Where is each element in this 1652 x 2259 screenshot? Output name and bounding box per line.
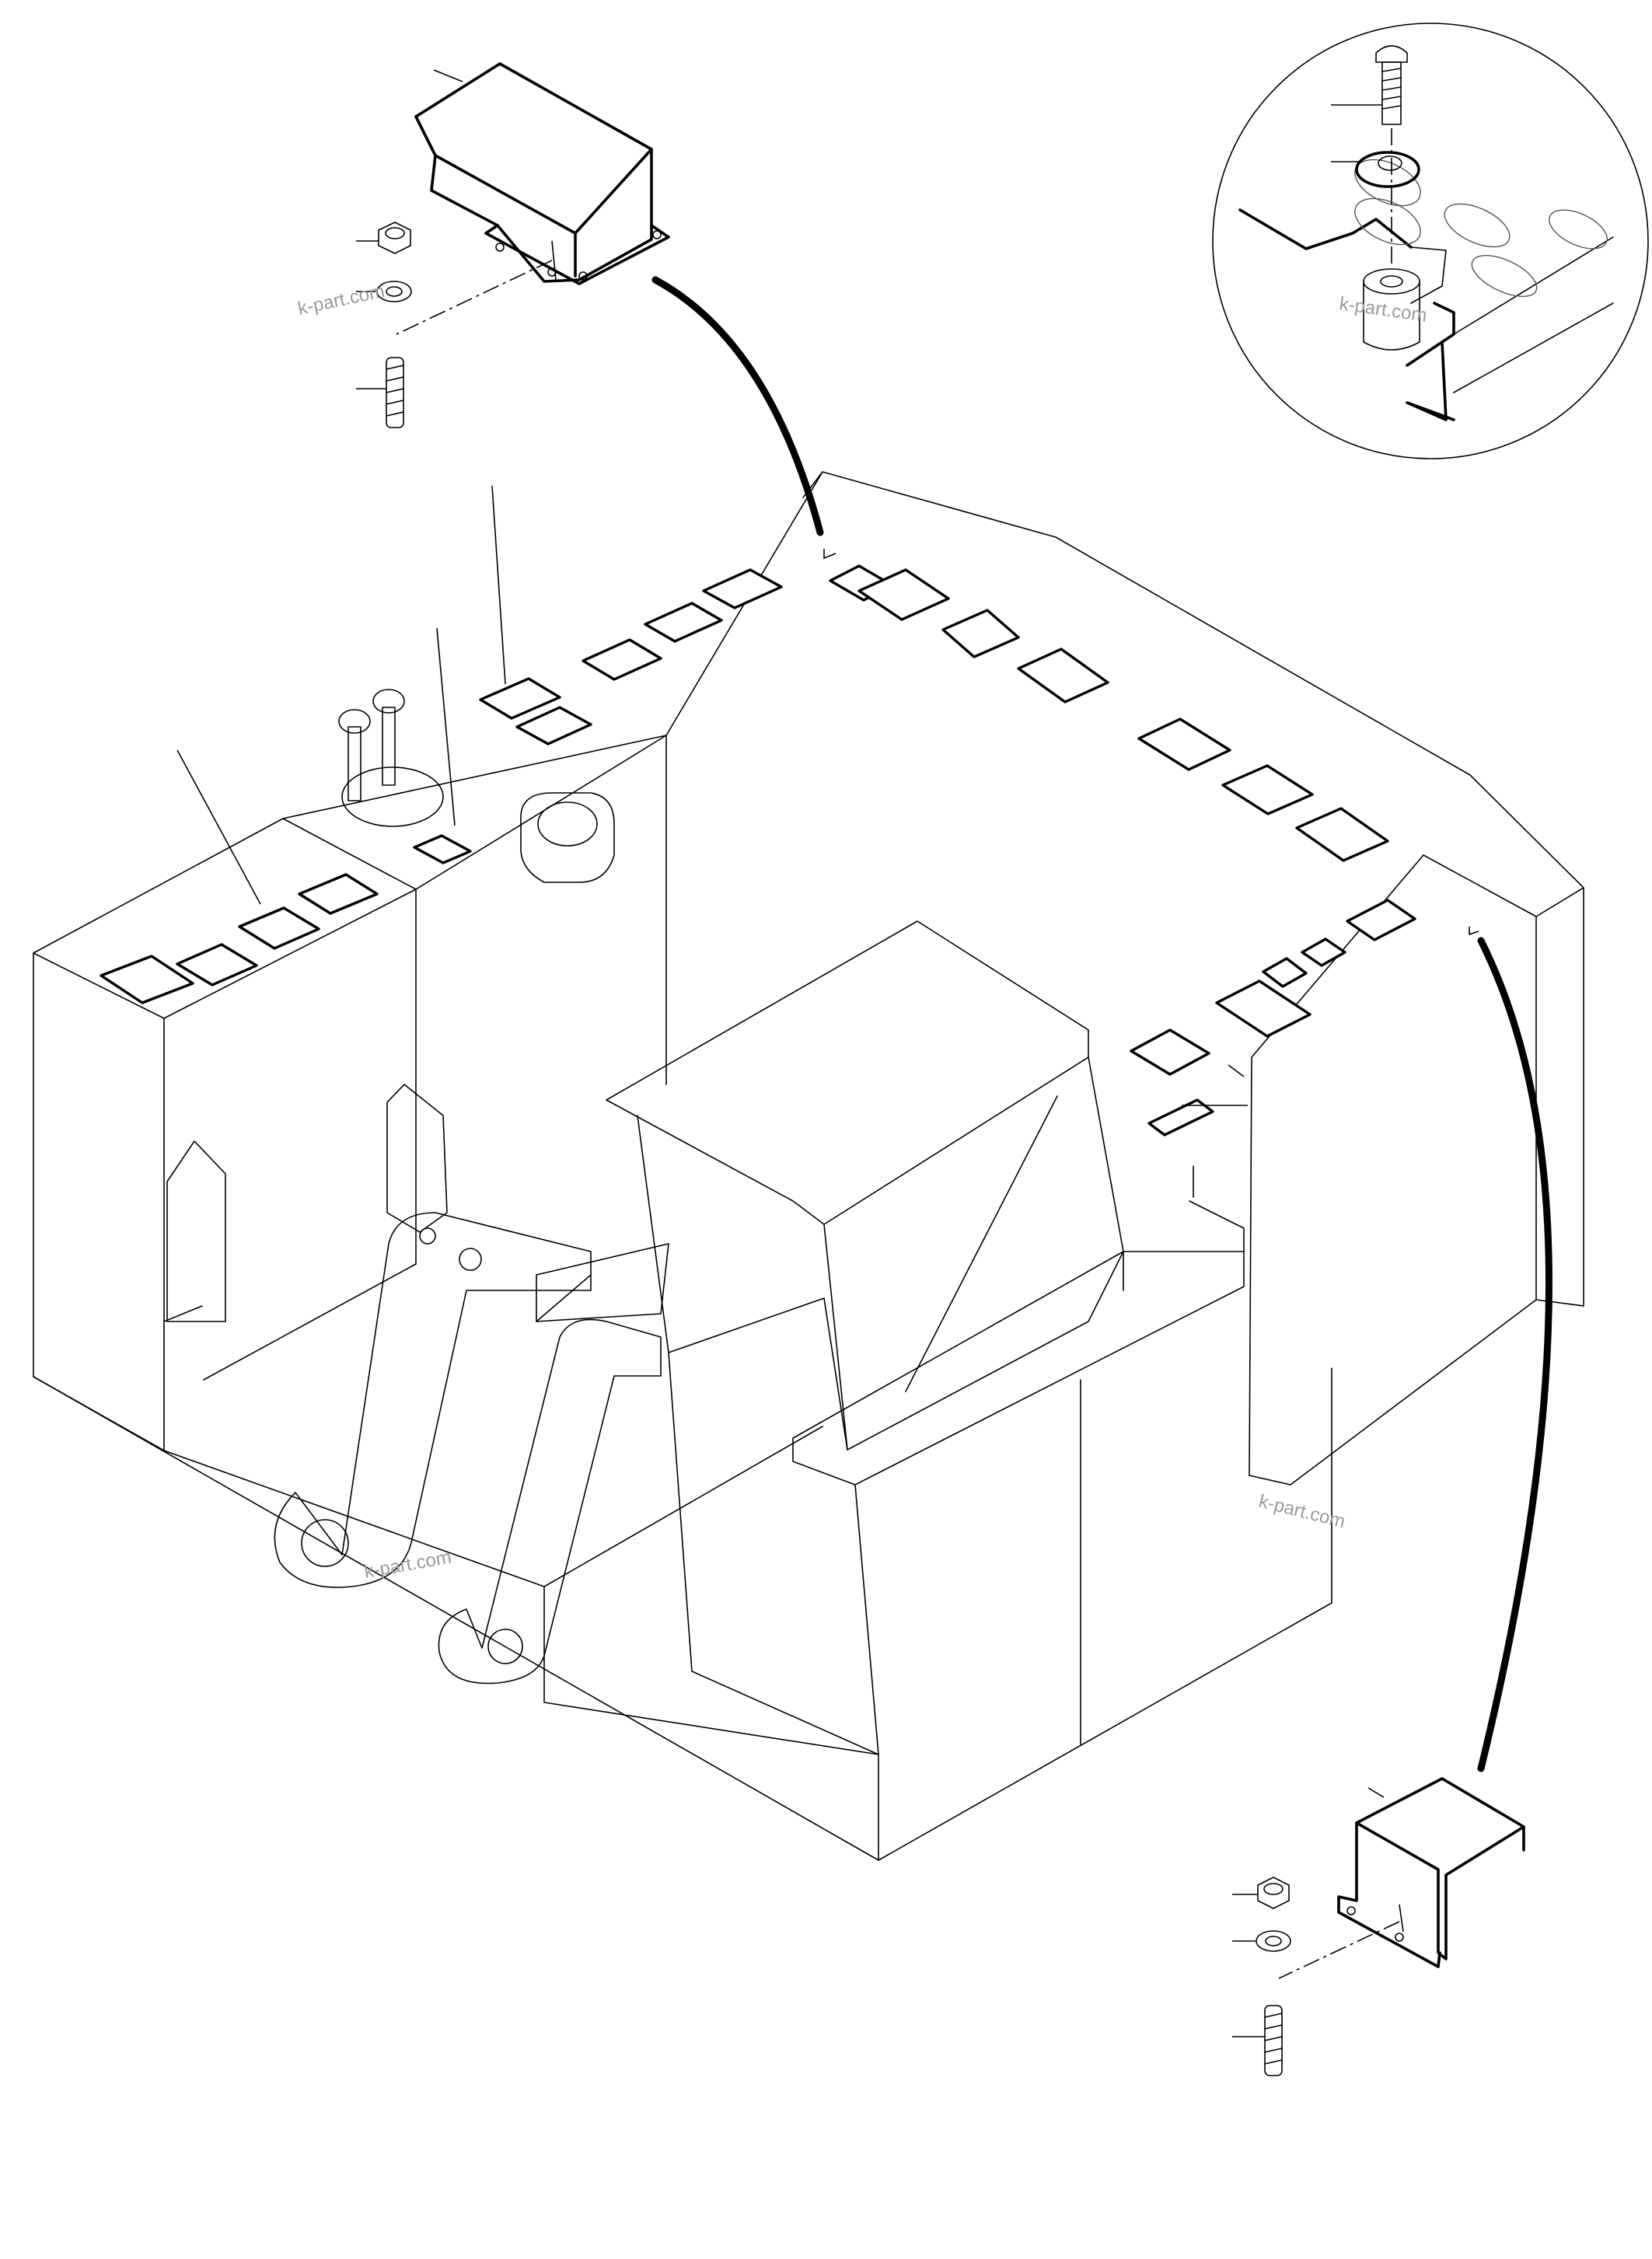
- reference-arc-top: [651, 276, 824, 536]
- leader-lines: [176, 485, 1479, 1106]
- filler-cap-group: [338, 689, 615, 883]
- watermark-text: k-part.com: [296, 281, 386, 319]
- top-cover-part: [356, 62, 670, 428]
- watermark-text: k-part.com: [1338, 293, 1428, 326]
- label-decals: [100, 564, 1416, 1136]
- machine-frame: [33, 471, 1584, 1861]
- bottom-bracket-part: [1232, 1777, 1525, 2076]
- circle-detail: [1212, 23, 1649, 459]
- watermark-text: k-part.com: [1257, 1491, 1348, 1533]
- reference-arc-right: [1477, 937, 1552, 1772]
